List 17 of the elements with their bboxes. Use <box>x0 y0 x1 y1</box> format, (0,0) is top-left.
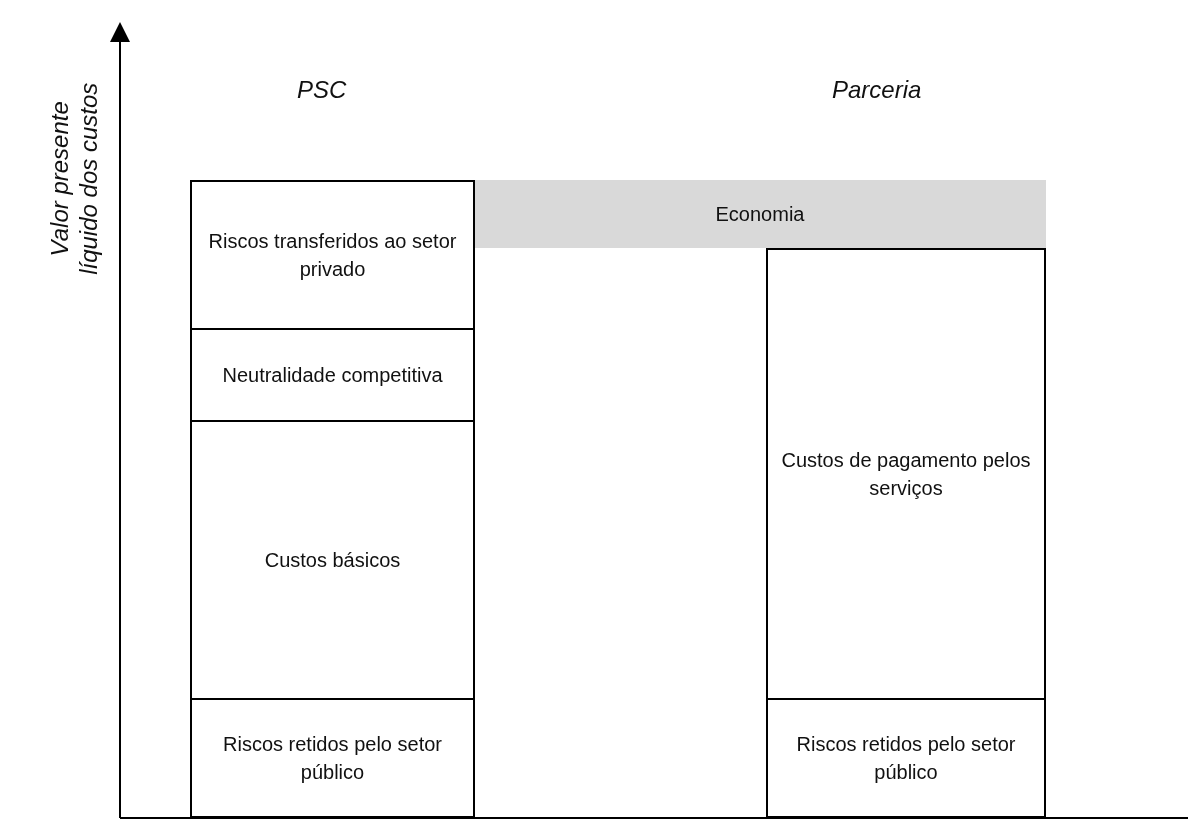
savings-band <box>474 180 1046 248</box>
stacked-cost-block <box>190 420 475 700</box>
block-label: Neutralidade competitiva <box>222 363 443 388</box>
block-label: Custos de pagamento pelos serviços <box>781 448 1031 501</box>
column-heading: Parceria <box>832 76 922 104</box>
column-heading: PSC <box>297 76 347 104</box>
stacked-cost-block <box>190 328 475 422</box>
block-label: Riscos transferidos ao setor privado <box>207 229 458 282</box>
stacked-cost-block <box>190 698 475 818</box>
stacked-cost-block <box>766 698 1046 818</box>
block-label: Riscos retidos pelo setor público <box>222 732 443 785</box>
stacked-cost-block <box>766 248 1046 700</box>
block-label: Custos básicos <box>264 548 401 573</box>
block-label: Riscos retidos pelo setor público <box>795 732 1017 785</box>
stacked-cost-block <box>190 180 475 330</box>
block-label: Economia <box>715 202 805 227</box>
axis-title: Valor presente líquido dos custos <box>46 81 103 277</box>
